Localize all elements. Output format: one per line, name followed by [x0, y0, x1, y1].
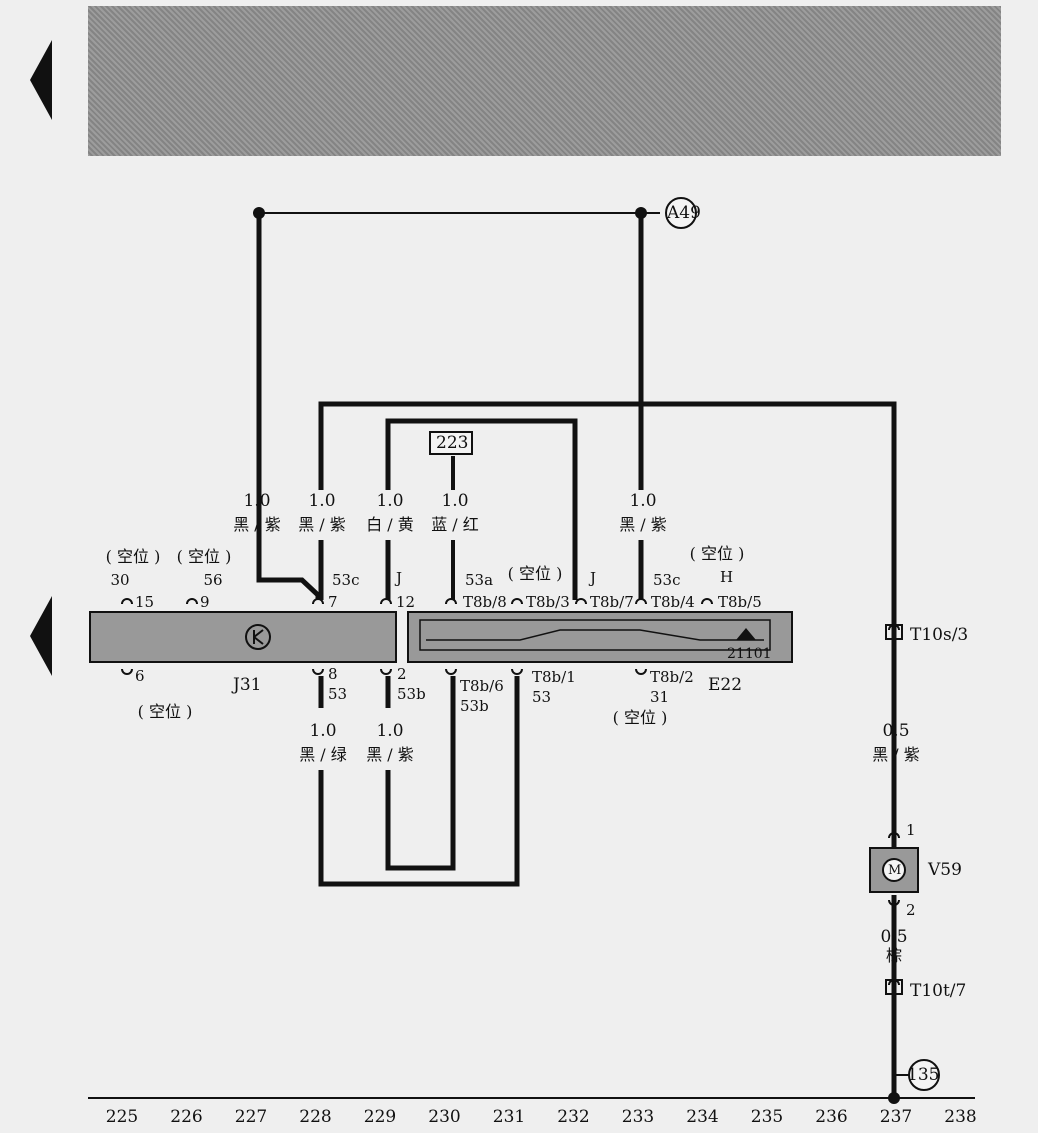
prev-section-arrow-icon[interactable]	[30, 596, 52, 676]
e22-name: E22	[708, 675, 743, 695]
e22-terminal-53: 53	[532, 688, 552, 706]
connector-t10s-label: T10s/3	[910, 625, 969, 645]
j31-pin-9: 9	[200, 593, 210, 611]
grid-column-226: 226	[170, 1107, 203, 1127]
j31-name: J31	[233, 675, 262, 695]
e22-empty-top: ( 空位 )	[507, 564, 563, 583]
motor-icon	[882, 858, 906, 882]
e22-empty-right: ( 空位 )	[689, 544, 745, 563]
wire-1-color: 黑 / 紫	[233, 515, 281, 534]
wire-7-gauge: 1.0	[376, 721, 404, 741]
e22-terminal-53c: 53c	[653, 571, 681, 589]
grid-column-231: 231	[492, 1107, 526, 1127]
ref-223-box	[429, 431, 473, 455]
connector-t10t-label: T10t/7	[910, 981, 967, 1001]
grid-column-numbers: 225 226 227 228 229 230 231 232 233 234 235 236 237 2…	[88, 1108, 988, 1128]
header-banner	[88, 6, 1001, 156]
e22-pin-4: T8b/4	[651, 593, 695, 611]
j31-empty-bottom: ( 空位 )	[137, 702, 193, 721]
j31-empty-label: ( 空位 )	[176, 547, 232, 566]
e22-pin-1: T8b/1	[532, 668, 576, 686]
grid-column-236: 236	[815, 1107, 848, 1127]
j31-terminal-53: 53	[328, 685, 348, 703]
j31-terminal-53b: 53b	[397, 685, 426, 703]
grid-column-227: 227	[234, 1107, 268, 1127]
j31-terminal-53c: 53c	[332, 571, 360, 589]
wire-7-color: 黑 / 紫	[366, 745, 414, 764]
e22-terminal-31: 31	[650, 688, 670, 706]
v59-pin-2: 2	[906, 901, 916, 919]
j31-pin-8: 8	[328, 665, 338, 683]
wire-1	[256, 213, 321, 600]
wire-5-gauge: 1.0	[629, 491, 657, 511]
j31-pin-2: 2	[397, 665, 407, 683]
grid-column-229: 229	[363, 1107, 397, 1127]
wire-6	[318, 676, 520, 887]
wire-4-gauge: 1.0	[441, 491, 469, 511]
prev-page-arrow-icon[interactable]	[30, 40, 52, 120]
grid-column-233: 233	[621, 1107, 655, 1127]
wire-8-gauge: 0.5	[882, 721, 910, 741]
relay-coil-icon	[245, 624, 271, 650]
e22-terminal-53b: 53b	[460, 697, 489, 715]
grid-column-232: 232	[557, 1107, 590, 1127]
wire-8-color: 黑 / 紫	[872, 745, 920, 764]
e22-empty-bottom: ( 空位 )	[612, 708, 668, 727]
ref-135[interactable]: 135	[907, 1065, 940, 1085]
grid-column-234: 234	[686, 1107, 719, 1127]
wire-6-color: 黑 / 绿	[299, 745, 347, 764]
j31-terminal-j: J	[396, 569, 403, 587]
j31-pin-7: 7	[328, 593, 338, 611]
j31-pin-6: 6	[135, 667, 145, 685]
wire-2-color: 黑 / 紫	[298, 515, 346, 534]
e22-terminal-j: J	[590, 569, 597, 587]
wire-9-gauge: 0.5	[880, 927, 908, 947]
v59-name: V59	[928, 860, 962, 880]
grid-column-225: 225	[105, 1107, 139, 1127]
e22-pin-6: T8b/6	[460, 677, 504, 695]
wire-3	[385, 418, 578, 600]
j31-pin-12: 12	[396, 593, 416, 611]
motor-symbol: M	[888, 863, 902, 878]
wire-9-color: 棕	[885, 946, 903, 965]
grid-column-230: 230	[428, 1107, 461, 1127]
e22-pin-5: T8b/5	[718, 593, 762, 611]
e22-terminal-h: H	[720, 568, 734, 586]
ref-a49-circle	[665, 197, 697, 229]
j31-terminal-30: 30	[110, 571, 130, 589]
e22-pin-7: T8b/7	[590, 593, 634, 611]
wire-5-color: 黑 / 紫	[619, 515, 667, 534]
wire-7	[385, 676, 456, 871]
wire-6-gauge: 1.0	[309, 721, 337, 741]
wire-1-gauge: 1.0	[243, 491, 271, 511]
ref-a49[interactable]: A49	[667, 203, 701, 223]
j31-empty-label: ( 空位 )	[105, 547, 161, 566]
e22-pin-8: T8b/8	[463, 593, 507, 611]
wire-4-color: 蓝 / 红	[431, 515, 479, 534]
j31-pin-15: 15	[135, 593, 155, 611]
e22-pin-3: T8b/3	[526, 593, 570, 611]
v59-pin-1: 1	[906, 821, 916, 839]
e22-pin-2: T8b/2	[650, 668, 694, 686]
e22-terminal-53a: 53a	[465, 571, 494, 589]
j31-relay-box	[89, 611, 397, 663]
grid-column-228: 228	[299, 1107, 332, 1127]
wire-3-gauge: 1.0	[376, 491, 404, 511]
grid-column-238: 238	[944, 1107, 977, 1127]
e22-code: 21101	[727, 646, 772, 662]
j31-terminal-56: 56	[203, 571, 223, 589]
wire-3-color: 白 / 黄	[366, 515, 414, 534]
ref-223[interactable]: 223	[436, 433, 469, 453]
ref-135-circle	[908, 1059, 940, 1091]
wire-2-gauge: 1.0	[308, 491, 336, 511]
grid-column-235: 235	[750, 1107, 784, 1127]
grid-column-237: 237	[879, 1107, 913, 1127]
wire-2	[318, 401, 897, 622]
wiper-symbol-icon	[736, 628, 756, 640]
